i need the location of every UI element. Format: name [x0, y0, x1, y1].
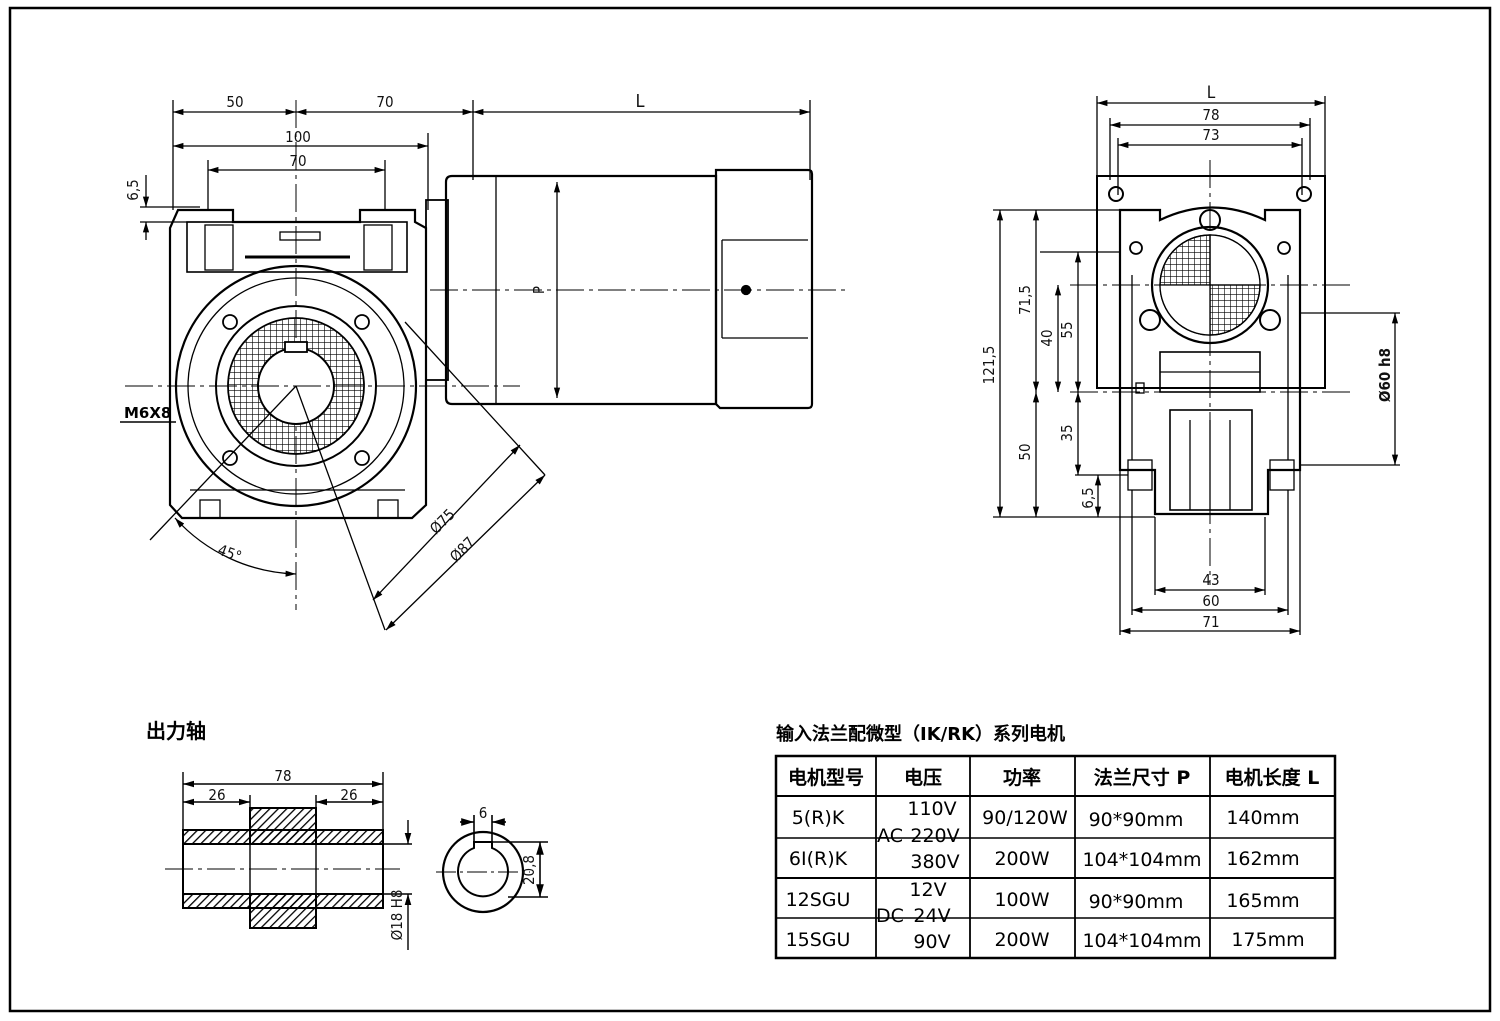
output-shaft-title: 出力轴 [146, 719, 206, 743]
voltage-value: 12V [909, 879, 946, 901]
thread-label: M6X8 [124, 404, 171, 422]
dim-side-78: 78 [1202, 106, 1219, 124]
dim-side-40: 40 [1038, 329, 1056, 346]
table-cell-length: 165mm [1226, 890, 1299, 912]
dim-side-50: 50 [1016, 443, 1034, 460]
drawing-frame [8, 6, 1492, 1013]
table-header-voltage: 电压 [904, 766, 942, 789]
motor-table [774, 754, 1337, 960]
output-shaft-section [165, 772, 412, 950]
dim-side-55: 55 [1058, 321, 1076, 338]
dim-side-73: 73 [1202, 126, 1219, 144]
front-view [120, 100, 850, 631]
key-height-dim: 20,8 [520, 855, 538, 885]
dim-motor-length: L [635, 91, 644, 112]
table-header-model: 电机型号 [788, 766, 864, 789]
dim-dia-75: Ø75 [426, 505, 458, 537]
dim-side-71: 71 [1202, 613, 1219, 631]
dim-side-6-5: 6,5 [1079, 487, 1097, 508]
shaft-dim-26-left: 26 [208, 786, 225, 804]
table-cell-power: 200W [994, 848, 1049, 870]
dim-70-top: 70 [376, 93, 393, 111]
key-width-dim: 6 [479, 804, 488, 822]
dim-dia-87: Ø87 [446, 533, 478, 565]
table-cell-flange: 104*104mm [1082, 930, 1201, 952]
dim-flange-p: P [530, 286, 548, 294]
shaft-dim-26-right: 26 [340, 786, 357, 804]
table-cell-model: 15SGU [786, 929, 851, 951]
shaft-dim-bore: Ø18 H8 [388, 890, 406, 941]
keyed-bore-view [436, 815, 548, 914]
dim-side-60: 60 [1202, 592, 1219, 610]
dim-side-121-5: 121,5 [980, 346, 998, 385]
shaft-dim-78: 78 [274, 767, 291, 785]
table-cell-flange: 90*90mm [1089, 891, 1184, 913]
table-cell-length: 175mm [1231, 929, 1304, 951]
dim-50: 50 [226, 93, 243, 111]
voltage-value: 220V [910, 825, 959, 847]
dim-side-L: L [1207, 83, 1216, 103]
motor-table-title: 输入法兰配微型（IK/RK）系列电机 [776, 723, 1065, 745]
table-cell-power: 100W [994, 889, 1049, 911]
voltage-value: 380V [910, 851, 959, 873]
dim-6-5-front: 6,5 [124, 179, 142, 200]
voltage-value: 110V [907, 798, 956, 820]
table-cell-model: 12SGU [786, 889, 851, 911]
table-cell-model: 5(R)K [792, 807, 845, 829]
table-cell-flange: 104*104mm [1082, 849, 1201, 871]
dim-side-dia-60h8: Ø60 h8 [1376, 348, 1394, 402]
table-header-flange: 法兰尺寸 P [1094, 766, 1191, 789]
table-cell-model: 6I(R)K [789, 848, 848, 870]
table-cell-flange: 90*90mm [1089, 809, 1184, 831]
dim-side-71-5: 71,5 [1016, 285, 1034, 315]
dim-70-bolt: 70 [289, 152, 306, 170]
voltage-value: 24V [913, 905, 950, 927]
voltage-type-ac: AC [877, 825, 903, 847]
table-cell-length: 140mm [1226, 807, 1299, 829]
voltage-type-dc: DC [876, 905, 904, 927]
table-cell-length: 162mm [1226, 848, 1299, 870]
table-header-power: 功率 [1003, 766, 1041, 789]
table-cell-power: 200W [994, 929, 1049, 951]
table-cell-power: 90/120W [982, 807, 1068, 829]
table-header-length: 电机长度 L [1225, 766, 1320, 789]
dim-side-35: 35 [1058, 424, 1076, 441]
dim-side-43: 43 [1202, 571, 1219, 589]
voltage-value: 90V [913, 931, 950, 953]
dim-100: 100 [285, 128, 311, 146]
side-view [993, 96, 1400, 635]
